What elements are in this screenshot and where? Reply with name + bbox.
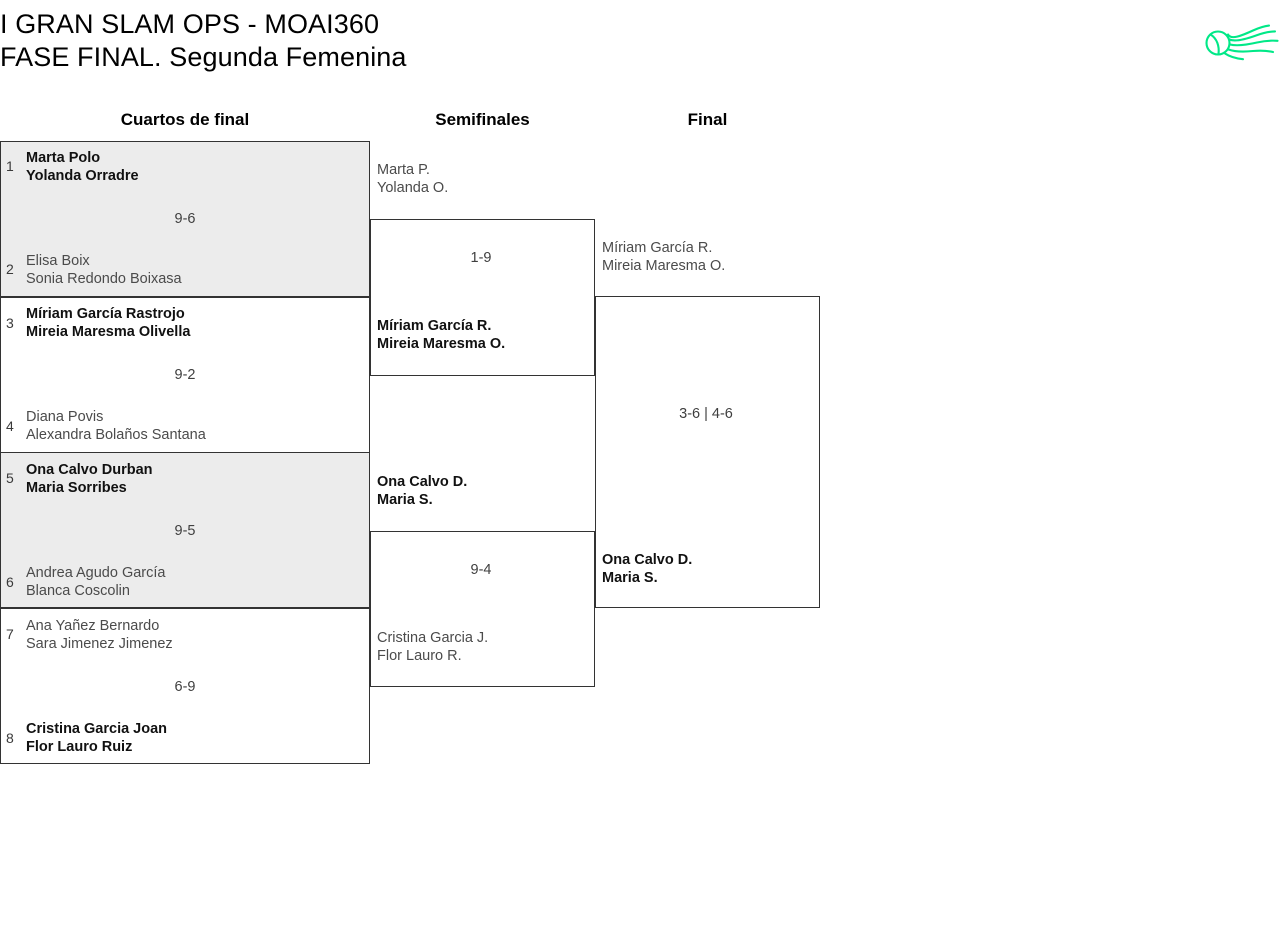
match-score: 9-5 bbox=[174, 523, 196, 539]
player-name: Andrea Agudo García bbox=[26, 565, 166, 581]
player-name: Mireia Maresma Olivella bbox=[26, 324, 191, 340]
tennis-ball-motion-logo bbox=[1201, 18, 1279, 64]
player-name: Mireia Maresma O. bbox=[377, 336, 506, 352]
player-name: Flor Lauro Ruiz bbox=[26, 739, 133, 755]
seed-number: 3 bbox=[6, 315, 14, 331]
semifinal-team: Míriam García R. Mireia Maresma O. bbox=[377, 317, 505, 353]
player-name: Ona Calvo D. bbox=[602, 552, 693, 568]
player-name: Maria Sorribes bbox=[26, 480, 127, 496]
quarterfinal-team: Elisa Boix Sonia Redondo Boixasa bbox=[26, 252, 182, 288]
quarterfinal-box-1[interactable] bbox=[0, 141, 370, 297]
match-score: 1-9 bbox=[470, 250, 492, 266]
semifinal-box-2[interactable] bbox=[370, 531, 595, 687]
final-team: Míriam García R. Mireia Maresma O. bbox=[602, 239, 725, 275]
semifinal-team: Cristina Garcia J. Flor Lauro R. bbox=[377, 629, 488, 665]
quarterfinal-shade-1 bbox=[1, 142, 369, 296]
quarterfinal-team: Cristina Garcia Joan Flor Lauro Ruiz bbox=[26, 720, 167, 756]
player-name: Cristina Garcia J. bbox=[377, 630, 489, 646]
player-name: Yolanda O. bbox=[377, 180, 449, 196]
player-name: Marta P. bbox=[377, 162, 430, 178]
final-team: Ona Calvo D. Maria S. bbox=[602, 551, 692, 587]
match-score: 9-2 bbox=[174, 367, 196, 383]
round-header-final: Final bbox=[687, 110, 728, 129]
player-name: Sara Jimenez Jimenez bbox=[26, 636, 173, 652]
player-name: Míriam García R. bbox=[377, 318, 492, 334]
player-name: Marta Polo bbox=[26, 150, 101, 166]
match-score: 9-4 bbox=[470, 562, 492, 578]
quarterfinal-team: Diana Povis Alexandra Bolaños Santana bbox=[26, 408, 206, 444]
quarterfinal-box-3[interactable] bbox=[0, 452, 370, 608]
player-name: Ona Calvo D. bbox=[377, 474, 468, 490]
page-header: I GRAN SLAM OPS - MOAI360 FASE FINAL. Se… bbox=[0, 0, 1280, 95]
player-name: Elisa Boix bbox=[26, 253, 90, 269]
player-name: Maria S. bbox=[377, 492, 433, 508]
player-name: Míriam García R. bbox=[602, 240, 713, 256]
player-name: Ana Yañez Bernardo bbox=[26, 618, 160, 634]
player-name: Míriam García Rastrojo bbox=[26, 306, 185, 322]
seed-number: 8 bbox=[6, 730, 14, 746]
player-name: Flor Lauro R. bbox=[377, 648, 462, 664]
semifinal-box-1[interactable] bbox=[370, 219, 595, 376]
round-header-quarterfinals: Cuartos de final bbox=[120, 110, 250, 129]
player-name: Diana Povis bbox=[26, 409, 104, 425]
player-name: Yolanda Orradre bbox=[26, 168, 139, 184]
quarterfinal-team: Ona Calvo Durban Maria Sorribes bbox=[26, 461, 153, 497]
match-score: 3-6 | 4-6 bbox=[679, 406, 733, 422]
quarterfinal-box-4[interactable] bbox=[0, 608, 370, 764]
quarterfinal-team: Andrea Agudo García Blanca Coscolin bbox=[26, 564, 165, 600]
quarterfinal-team: Míriam García Rastrojo Mireia Maresma Ol… bbox=[26, 305, 190, 341]
player-name: Blanca Coscolin bbox=[26, 583, 130, 599]
seed-number: 5 bbox=[6, 470, 14, 486]
seed-number: 2 bbox=[6, 261, 14, 277]
tournament-name: I GRAN SLAM OPS - MOAI360 bbox=[0, 9, 380, 39]
semifinal-team: Ona Calvo D. Maria S. bbox=[377, 473, 467, 509]
seed-number: 4 bbox=[6, 418, 14, 434]
player-name: Maria S. bbox=[602, 570, 658, 586]
seed-number: 6 bbox=[6, 574, 14, 590]
quarterfinal-shade-3 bbox=[1, 452, 369, 608]
player-name: Alexandra Bolaños Santana bbox=[26, 427, 206, 443]
semifinal-team: Marta P. Yolanda O. bbox=[377, 161, 448, 197]
player-name: Cristina Garcia Joan bbox=[26, 721, 168, 737]
quarterfinal-team: Marta Polo Yolanda Orradre bbox=[26, 149, 139, 185]
seed-number: 7 bbox=[6, 626, 14, 642]
player-name: Ona Calvo Durban bbox=[26, 462, 153, 478]
round-header-semifinals: Semifinales bbox=[435, 110, 530, 129]
match-score: 6-9 bbox=[174, 679, 196, 695]
final-box[interactable] bbox=[595, 296, 820, 608]
page-title: I GRAN SLAM OPS - MOAI360 FASE FINAL. Se… bbox=[0, 8, 407, 74]
tournament-phase: FASE FINAL. Segunda Femenina bbox=[0, 42, 407, 72]
match-score: 9-6 bbox=[174, 211, 196, 227]
seed-number: 1 bbox=[6, 158, 14, 174]
quarterfinal-team: Ana Yañez Bernardo Sara Jimenez Jimenez bbox=[26, 617, 173, 653]
player-name: Sonia Redondo Boixasa bbox=[26, 271, 182, 287]
player-name: Mireia Maresma O. bbox=[602, 258, 726, 274]
